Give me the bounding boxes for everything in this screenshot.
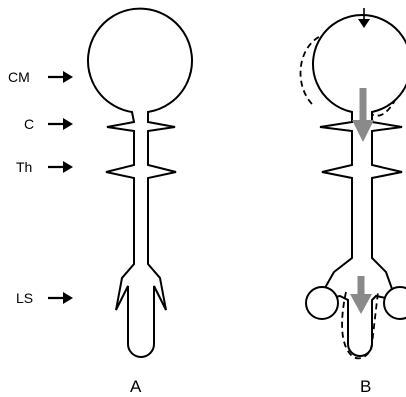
level-labels: CM C Th LS bbox=[8, 69, 73, 306]
panel-a-cord-outline bbox=[88, 9, 192, 357]
label-ls: LS bbox=[16, 290, 33, 306]
arrow-th-icon bbox=[48, 161, 73, 173]
panel-a-label: A bbox=[130, 377, 142, 396]
panel-b-right-balloon bbox=[384, 287, 406, 319]
panel-a bbox=[88, 9, 192, 357]
panel-b-left-balloon bbox=[306, 287, 338, 319]
arrow-cm-icon bbox=[48, 71, 73, 83]
panel-b-label: B bbox=[360, 377, 371, 396]
panel-b bbox=[301, 8, 406, 358]
label-cm: CM bbox=[8, 69, 30, 85]
label-th: Th bbox=[16, 159, 32, 175]
arrow-c-icon bbox=[48, 118, 73, 130]
label-c: C bbox=[24, 116, 34, 132]
arrow-ls-icon bbox=[48, 292, 73, 304]
